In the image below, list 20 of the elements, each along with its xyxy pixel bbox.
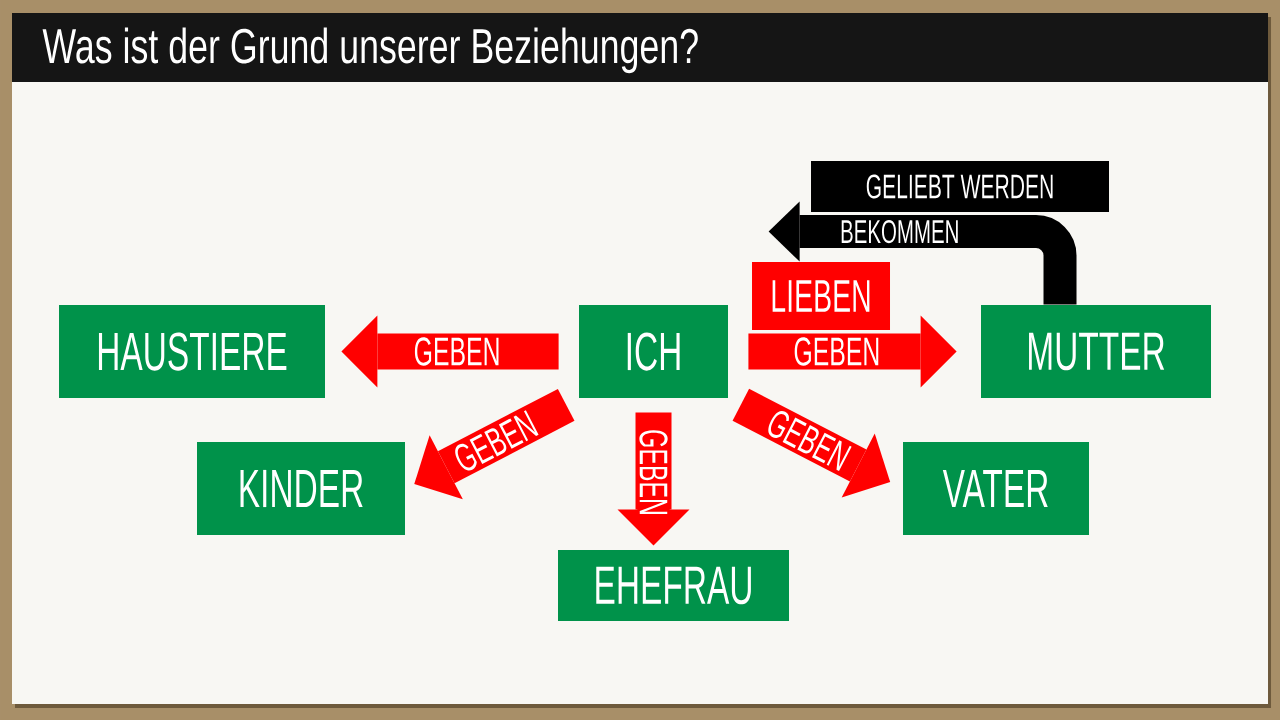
label-box: EHEFRAU bbox=[558, 550, 789, 621]
label-box: MUTTER bbox=[981, 305, 1211, 398]
edge-label: GEBEN bbox=[791, 335, 883, 368]
block-arrow bbox=[414, 388, 575, 500]
edge-label: BEKOMMEN bbox=[838, 217, 962, 246]
label-box: ICH bbox=[579, 305, 728, 398]
title: Was ist der Grund unserer Beziehungen? bbox=[42, 27, 698, 74]
block-arrow bbox=[768, 201, 1077, 305]
highlight-box: GELIEBT WERDEN bbox=[811, 161, 1109, 212]
edge-label: GEBEN bbox=[411, 335, 503, 368]
label-box: VATER bbox=[903, 442, 1089, 535]
block-arrow bbox=[341, 315, 559, 388]
edge-label: GEBEN bbox=[760, 404, 857, 476]
block-arrow bbox=[732, 388, 891, 498]
block-arrow bbox=[748, 315, 957, 388]
label-box: HAUSTIERE bbox=[59, 305, 325, 398]
label-box: KINDER bbox=[197, 442, 405, 535]
highlight-box: LIEBEN bbox=[752, 262, 890, 330]
edge-label: GEBEN bbox=[447, 406, 544, 477]
edge-label: GEBEN bbox=[637, 427, 670, 518]
